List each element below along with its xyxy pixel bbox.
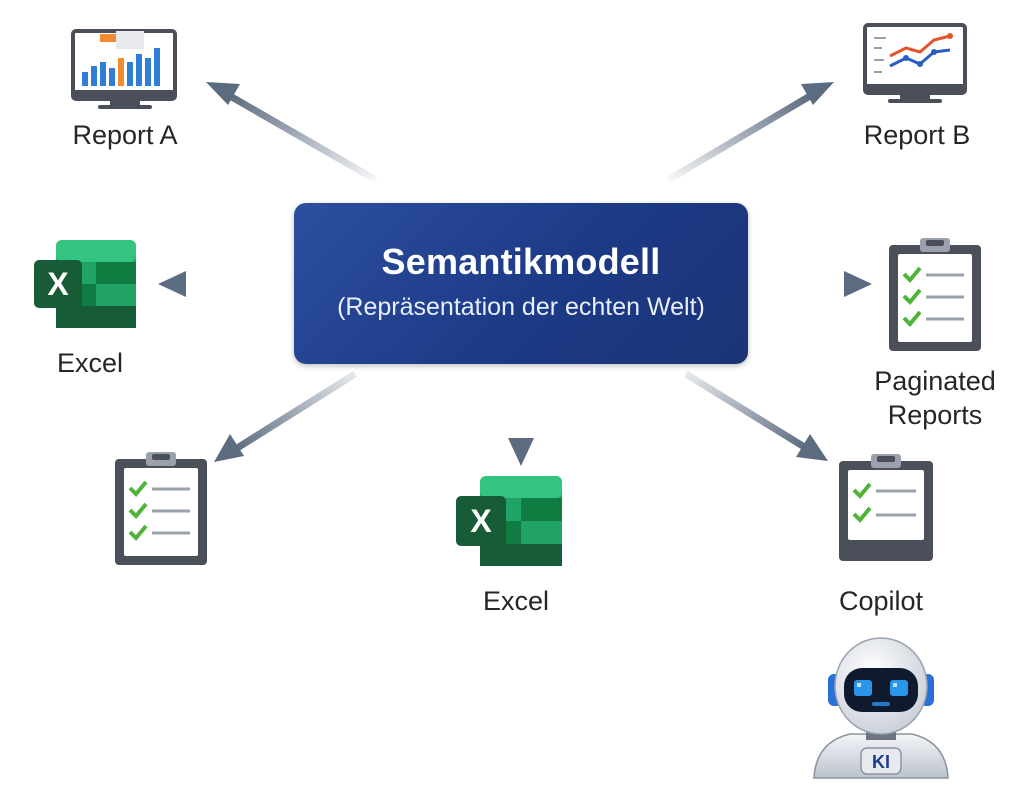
excel-icon: X <box>34 240 136 328</box>
semantic-model-title: Semantikmodell <box>381 241 661 282</box>
semantic-model-subtitle: (Repräsentation der echten Welt) <box>337 293 705 321</box>
paginated-label-line2: Reports <box>887 400 983 430</box>
paginated-label-line1: Paginated <box>874 366 996 396</box>
arrow-to-checklist-left <box>214 371 357 462</box>
excel-letter: X <box>47 266 69 302</box>
report-b-label: Report B <box>863 120 971 150</box>
line-chart-monitor-icon <box>863 23 967 103</box>
arrow-to-paginated-reports <box>760 271 872 297</box>
excel-bottom-label: Excel <box>482 586 550 616</box>
robot-icon: KI <box>813 637 949 779</box>
arrow-to-report-b <box>666 82 834 184</box>
excel-letter: X <box>470 503 492 539</box>
bar-chart-monitor-icon <box>71 29 177 109</box>
clipboard-checklist-icon <box>889 238 981 351</box>
arrow-to-excel-bottom <box>508 372 534 466</box>
arrow-to-excel-left <box>158 271 284 297</box>
arrow-to-copilot <box>684 371 828 461</box>
clipboard-checklist-icon <box>115 452 207 565</box>
arrow-to-report-a <box>206 82 378 184</box>
excel-icon: X <box>456 476 562 566</box>
report-a-label: Report A <box>72 120 178 150</box>
robot-badge: KI <box>872 752 890 772</box>
excel-left-label: Excel <box>56 348 124 378</box>
clipboard-checklist-icon <box>839 454 933 561</box>
semantic-model-box: Semantikmodell (Repräsentation der echte… <box>294 203 748 364</box>
copilot-label: Copilot <box>838 586 924 616</box>
